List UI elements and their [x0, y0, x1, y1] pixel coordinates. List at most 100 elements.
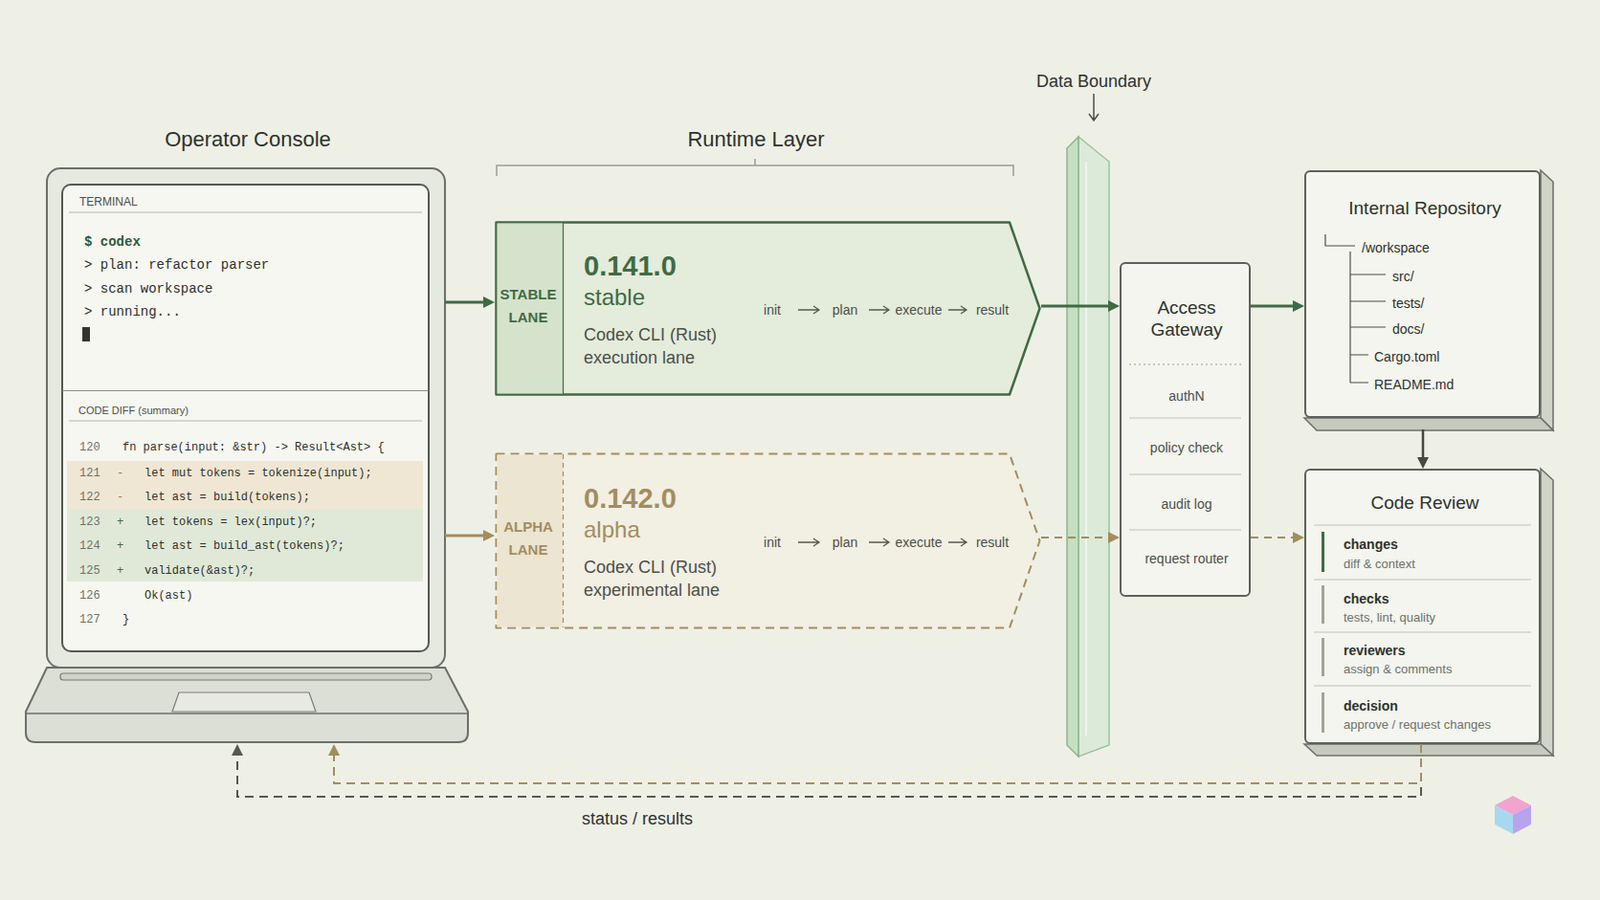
node-text: result: [800, 533, 1184, 552]
arrow-head: [1292, 532, 1305, 544]
connector: [328, 744, 1422, 784]
node-text: -: [116, 466, 124, 482]
connector-line: [444, 534, 487, 538]
cube-icon: [1494, 796, 1532, 816]
node-text: +: [116, 539, 124, 555]
node-text: 123: [79, 515, 101, 531]
connector: [444, 296, 495, 309]
arrow-head: [1108, 300, 1120, 312]
connector-line: [1041, 305, 1112, 309]
node-text: stable: [583, 283, 645, 312]
hinge-slot: [60, 673, 432, 681]
connector-line: [1422, 429, 1425, 461]
node-text: Codex CLI (Rust) experimental lane: [583, 555, 752, 602]
node-text: -: [116, 490, 124, 506]
node-text: 120: [79, 441, 101, 456]
laptop-console: Operator ConsoleTERMINAL$ codex> plan: r…: [25, 168, 468, 745]
box-depth: [1304, 418, 1554, 431]
section-heading: Runtime Layer: [564, 126, 948, 154]
node-text: tests/: [1392, 294, 1424, 312]
node-text: $ codex: [84, 233, 141, 251]
node-text: checks: [1343, 590, 1389, 608]
node-title: Data Boundary: [902, 70, 1286, 93]
lane-tab: [497, 455, 564, 628]
lane-tab: [497, 223, 564, 395]
node-title: TERMINAL: [79, 195, 138, 210]
node-text: result: [800, 301, 1184, 319]
arrow-head: [483, 296, 495, 309]
connector-line: [237, 744, 1422, 798]
cube-icon: [1494, 805, 1513, 835]
node-text: src/: [1392, 267, 1415, 286]
connector: [444, 530, 495, 542]
node-text: +: [116, 564, 124, 579]
box-depth: [1304, 744, 1554, 756]
arrow-head: [328, 744, 340, 756]
node-text: 126: [79, 589, 101, 604]
node-text: 122: [79, 490, 101, 506]
connector: [1041, 532, 1120, 544]
node-text: assign & comments: [1343, 662, 1452, 678]
node-text: Cargo.toml: [1374, 348, 1440, 366]
code-diff-panel: CODE DIFF (summary)120fn parse(input: &s…: [61, 390, 430, 653]
node-text: decision: [1343, 697, 1399, 715]
alpha-lane: ALPHA LANE 0.142.0alphaCodex CLI (Rust) e…: [494, 452, 1042, 630]
base-edge: [26, 712, 467, 715]
node-text: let ast = build_ast(tokens)?;: [144, 539, 345, 555]
node-text: }: [122, 613, 130, 628]
box-depth: [1540, 468, 1554, 756]
slab-face: [1078, 136, 1110, 757]
node-text: policy check: [995, 439, 1378, 457]
cube-icon: [1512, 805, 1532, 835]
node-text: audit log: [995, 495, 1378, 513]
node-title: Operator Console: [56, 126, 440, 154]
node-text: 124: [79, 539, 101, 555]
lane-tab-divider: [562, 222, 564, 395]
terminal-panel: TERMINAL$ codex> plan: refactor parser> …: [61, 183, 430, 391]
arrow-head: [1292, 300, 1305, 312]
node-text: changes: [1343, 535, 1399, 554]
node-text: alpha: [583, 515, 641, 545]
node-text: 0.142.0: [583, 481, 677, 516]
node-text: tests, lint, quality: [1343, 610, 1436, 626]
connector-line: [333, 744, 1422, 784]
node-text: 0.141.0: [583, 248, 677, 284]
node-text: let tokens = lex(input)?;: [144, 515, 317, 531]
node-text: diff & context: [1343, 556, 1416, 573]
group-bracket: [496, 158, 1014, 177]
node-title: CODE DIFF (summary): [78, 403, 189, 418]
connector: [1041, 300, 1120, 312]
review-box: Code Reviewchangesdiff & contextcheckste…: [1304, 468, 1541, 745]
trackpad: [172, 692, 316, 712]
node-text: +: [116, 515, 124, 531]
lane-shape: [496, 454, 1041, 629]
node-text: let mut tokens = tokenize(input);: [144, 466, 373, 482]
node-text: authN: [995, 387, 1378, 405]
node-title: Access Gateway: [1127, 296, 1246, 341]
node-title: Internal Repository: [1233, 197, 1600, 221]
node-title: Code Review: [1233, 491, 1600, 515]
connector-line: [1250, 305, 1296, 309]
node-text: > running...: [84, 303, 181, 321]
node-text: docs/: [1392, 320, 1424, 338]
slab-edge: [1066, 136, 1079, 757]
connector: [1250, 532, 1305, 544]
node-text: approve / request changes: [1343, 717, 1491, 734]
connector: [1417, 429, 1429, 469]
arrow-head: [1108, 532, 1120, 544]
node-text: > scan workspace: [84, 280, 213, 298]
connector-line: [444, 301, 487, 305]
node-text: 125: [79, 564, 101, 579]
data-boundary: Data Boundary: [1065, 133, 1112, 760]
node-title: STABLE LANE: [494, 283, 562, 330]
lane-shape: [496, 222, 1041, 396]
node-text: /workspace: [1361, 239, 1430, 257]
arrow-head: [231, 744, 244, 756]
node-text: 121: [79, 466, 101, 482]
node-text: reviewers: [1343, 642, 1406, 660]
node-text: request router: [995, 550, 1378, 568]
arrow-head: [1417, 457, 1429, 469]
node-text: let ast = build(tokens);: [144, 490, 311, 506]
edge-label: status / results: [445, 808, 829, 831]
node-title: ALPHA LANE: [494, 515, 562, 562]
